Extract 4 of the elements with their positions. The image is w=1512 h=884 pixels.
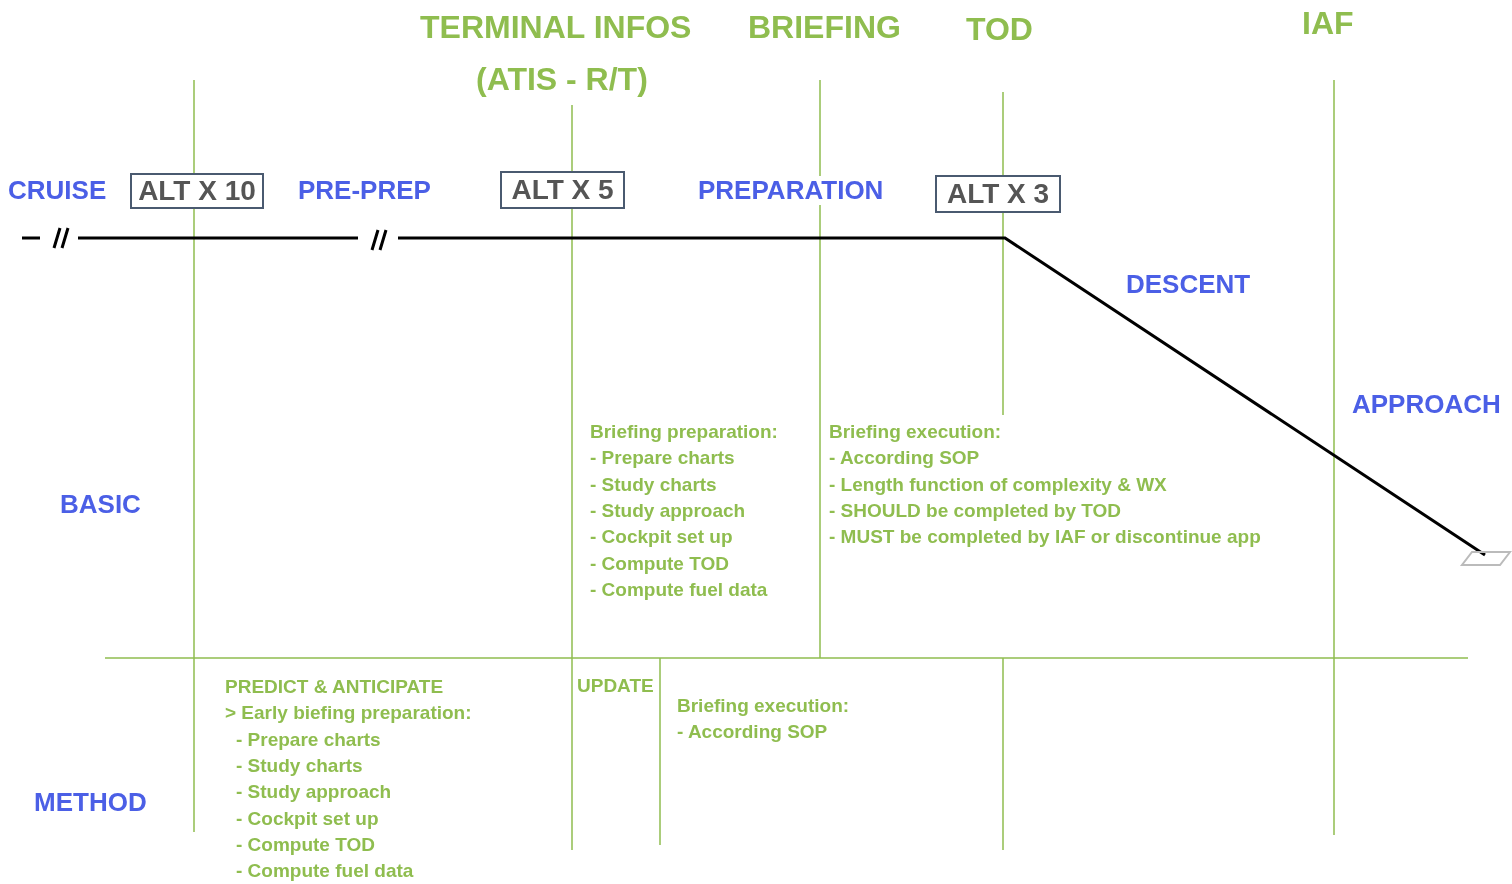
altitude-box: ALT X 10 xyxy=(130,173,264,209)
altitude-box: ALT X 5 xyxy=(500,171,625,209)
phase-label: PREPARATION xyxy=(698,176,884,205)
altitude-box: ALT X 3 xyxy=(935,175,1061,213)
